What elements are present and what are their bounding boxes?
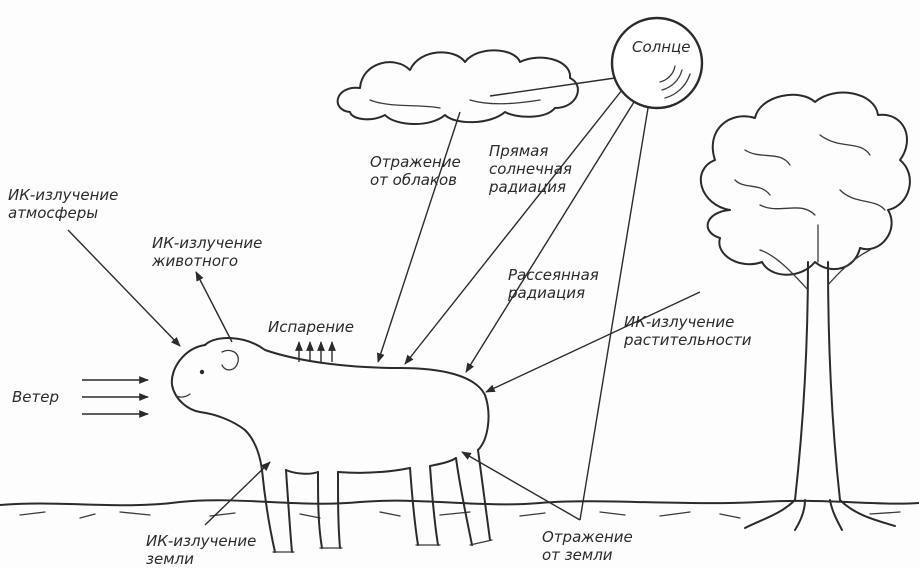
label-ir-ground-line1: ИК-излучение [146,532,256,550]
label-cloud-reflection-line2: от облаков [370,171,461,189]
label-ir-animal: ИК-излучение животного [152,234,262,270]
sun-to-cloud-line [490,78,615,96]
label-ground-reflection-line1: Отражение [542,528,633,546]
label-sun: Солнце [632,38,690,56]
label-evaporation: Испарение [268,318,354,336]
label-ir-vegetation-line1: ИК-излучение [624,313,752,331]
radiation-arrows [68,78,700,525]
direct-radiation-arrow [405,90,622,364]
label-ir-ground: ИК-излучение земли [146,532,256,568]
label-ir-animal-line1: ИК-излучение [152,234,262,252]
wind-arrows [82,380,148,414]
label-cloud-reflection-line1: Отражение [370,153,461,171]
label-ir-vegetation-line2: растительности [624,331,752,349]
label-scattered-radiation: Рассеянная радиация [508,266,599,302]
cloud-reflection-arrow [378,112,460,362]
ground [0,500,919,518]
sheep [172,338,492,552]
sun [612,18,702,108]
label-ir-atmosphere-line1: ИК-излучение [8,186,118,204]
label-ir-atmosphere: ИК-излучение атмосферы [8,186,118,222]
cloud [338,50,578,124]
label-ground-reflection-line2: от земли [542,546,633,564]
label-ir-ground-line2: земли [146,550,256,568]
label-ground-reflection: Отражение от земли [542,528,633,564]
label-ir-atmosphere-line2: атмосферы [8,204,118,222]
label-direct-radiation-line2: солнечная [489,160,572,178]
ir-ground-arrow [205,462,270,525]
label-cloud-reflection: Отражение от облаков [370,153,461,189]
label-scattered-radiation-line2: радиация [508,284,599,302]
label-ir-vegetation: ИК-излучение растительности [624,313,752,349]
ground-reflection-arrow [462,452,580,520]
ir-animal-arrow [196,272,232,342]
label-direct-radiation: Прямая солнечная радиация [489,142,572,196]
label-direct-radiation-line3: радиация [489,178,572,196]
label-ir-animal-line2: животного [152,252,262,270]
label-scattered-radiation-line1: Рассеянная [508,266,599,284]
label-wind: Ветер [12,388,59,406]
tree [701,93,910,530]
label-direct-radiation-line1: Прямая [489,142,572,160]
